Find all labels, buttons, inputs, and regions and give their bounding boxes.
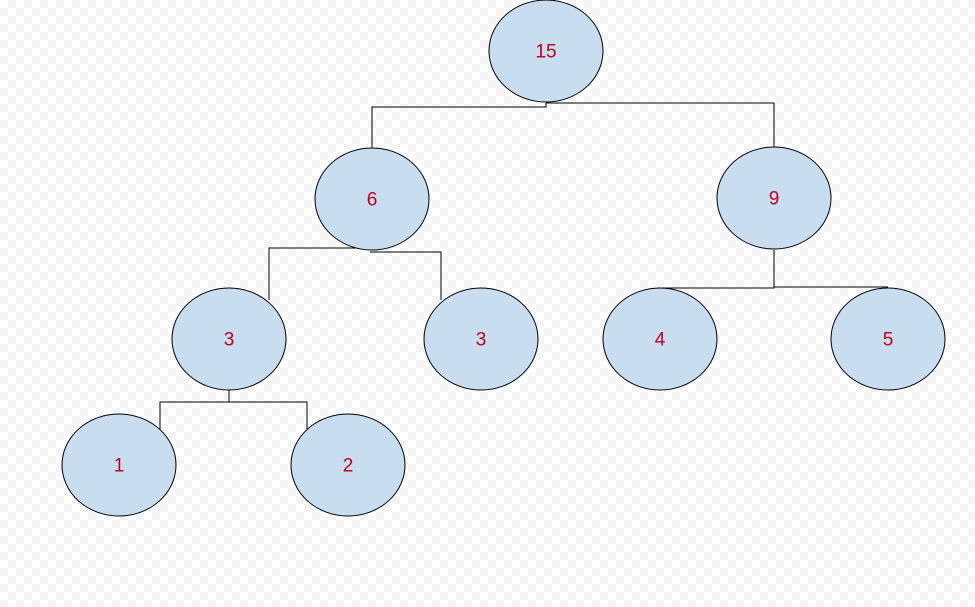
node-circle	[488, 0, 604, 103]
node-circle	[290, 413, 406, 517]
node-label: 2	[343, 456, 354, 477]
nodes: 15 6 9 3 3 4 5 1 2	[61, 0, 946, 517]
tree-node-n3a: 3	[171, 287, 287, 391]
node-label: 5	[883, 330, 894, 351]
edge-n9-n4	[662, 250, 775, 289]
node-circle	[171, 287, 287, 391]
tree-node-n9: 9	[716, 146, 832, 250]
node-circle	[716, 146, 832, 250]
edge-n15-n6	[371, 103, 547, 148]
node-circle	[602, 287, 718, 391]
edge-n6-n3b	[370, 251, 442, 300]
edge-n15-n9	[546, 102, 775, 148]
node-label: 1	[114, 456, 125, 477]
connectors	[159, 102, 888, 430]
node-circle	[830, 287, 946, 391]
edge-n6-n3a	[268, 247, 368, 300]
tree-node-n6: 6	[314, 147, 430, 251]
node-label: 15	[535, 42, 556, 63]
tree-node-n5: 5	[830, 287, 946, 391]
node-circle	[314, 147, 430, 251]
node-circle	[61, 413, 177, 517]
tree-node-n4: 4	[602, 287, 718, 391]
tree-node-n1: 1	[61, 413, 177, 517]
node-label: 3	[224, 330, 235, 351]
tree-node-n15: 15	[488, 0, 604, 103]
node-label: 6	[367, 190, 378, 211]
node-label: 9	[769, 189, 780, 210]
tree-node-n3b: 3	[423, 287, 539, 391]
node-circle	[423, 287, 539, 391]
node-label: 4	[655, 330, 666, 351]
tree-node-n2: 2	[290, 413, 406, 517]
edge-n3a-n2	[229, 401, 308, 430]
node-label: 3	[476, 330, 487, 351]
edge-n3a-n1	[159, 390, 230, 430]
